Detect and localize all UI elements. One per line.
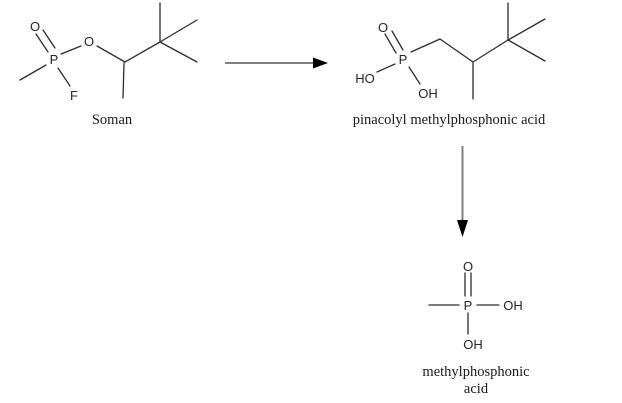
atom-label-f: F bbox=[70, 88, 78, 103]
bond bbox=[391, 30, 404, 51]
bond bbox=[159, 41, 198, 63]
atom-label-o-double: O bbox=[378, 20, 388, 35]
bond bbox=[124, 41, 161, 63]
atom-label-oh: OH bbox=[418, 86, 438, 101]
atom-label-oh-right: OH bbox=[503, 298, 523, 313]
bond bbox=[159, 19, 198, 43]
bond bbox=[410, 38, 441, 53]
reaction-arrow-down bbox=[457, 146, 468, 237]
molecule-name-mpa-line2: acid bbox=[464, 381, 489, 397]
atom-label-p: P bbox=[50, 52, 59, 67]
molecule-pinacolyl-methylphosphonic-acid: O P HO OH pinacolyl methylphosphonic aci… bbox=[353, 2, 546, 128]
bond bbox=[384, 33, 397, 54]
bond bbox=[96, 45, 126, 63]
arrow-head-icon bbox=[457, 220, 468, 237]
molecule-soman: O O P F Soman bbox=[19, 2, 198, 128]
bond bbox=[57, 67, 71, 87]
atom-label-o-double: O bbox=[30, 19, 40, 34]
bond bbox=[35, 33, 49, 53]
bond bbox=[60, 45, 82, 55]
atom-label-oh-bottom: OH bbox=[463, 337, 483, 352]
bond bbox=[507, 18, 546, 41]
arrow-head-icon bbox=[313, 57, 328, 69]
bond bbox=[408, 66, 421, 85]
molecule-name-mpa-line1: methylphosphonic bbox=[422, 364, 529, 380]
reaction-arrow-right bbox=[225, 57, 328, 69]
atom-label-p: P bbox=[399, 52, 408, 67]
bond bbox=[19, 64, 47, 81]
molecule-name-soman: Soman bbox=[92, 112, 133, 128]
bond bbox=[42, 29, 56, 49]
molecule-name-pmpa: pinacolyl methylphosphonic acid bbox=[353, 112, 546, 128]
atom-label-o-ether: O bbox=[84, 34, 94, 49]
bond bbox=[376, 63, 396, 73]
bond bbox=[472, 39, 509, 63]
atom-label-p: P bbox=[464, 298, 473, 313]
bond bbox=[507, 39, 546, 62]
atom-label-o-double: O bbox=[463, 259, 473, 274]
bond bbox=[439, 38, 474, 63]
molecule-methylphosphonic-acid: O P OH OH methylphosphonic acid bbox=[422, 259, 529, 397]
atom-label-ho: HO bbox=[355, 71, 375, 86]
bond bbox=[122, 62, 125, 99]
